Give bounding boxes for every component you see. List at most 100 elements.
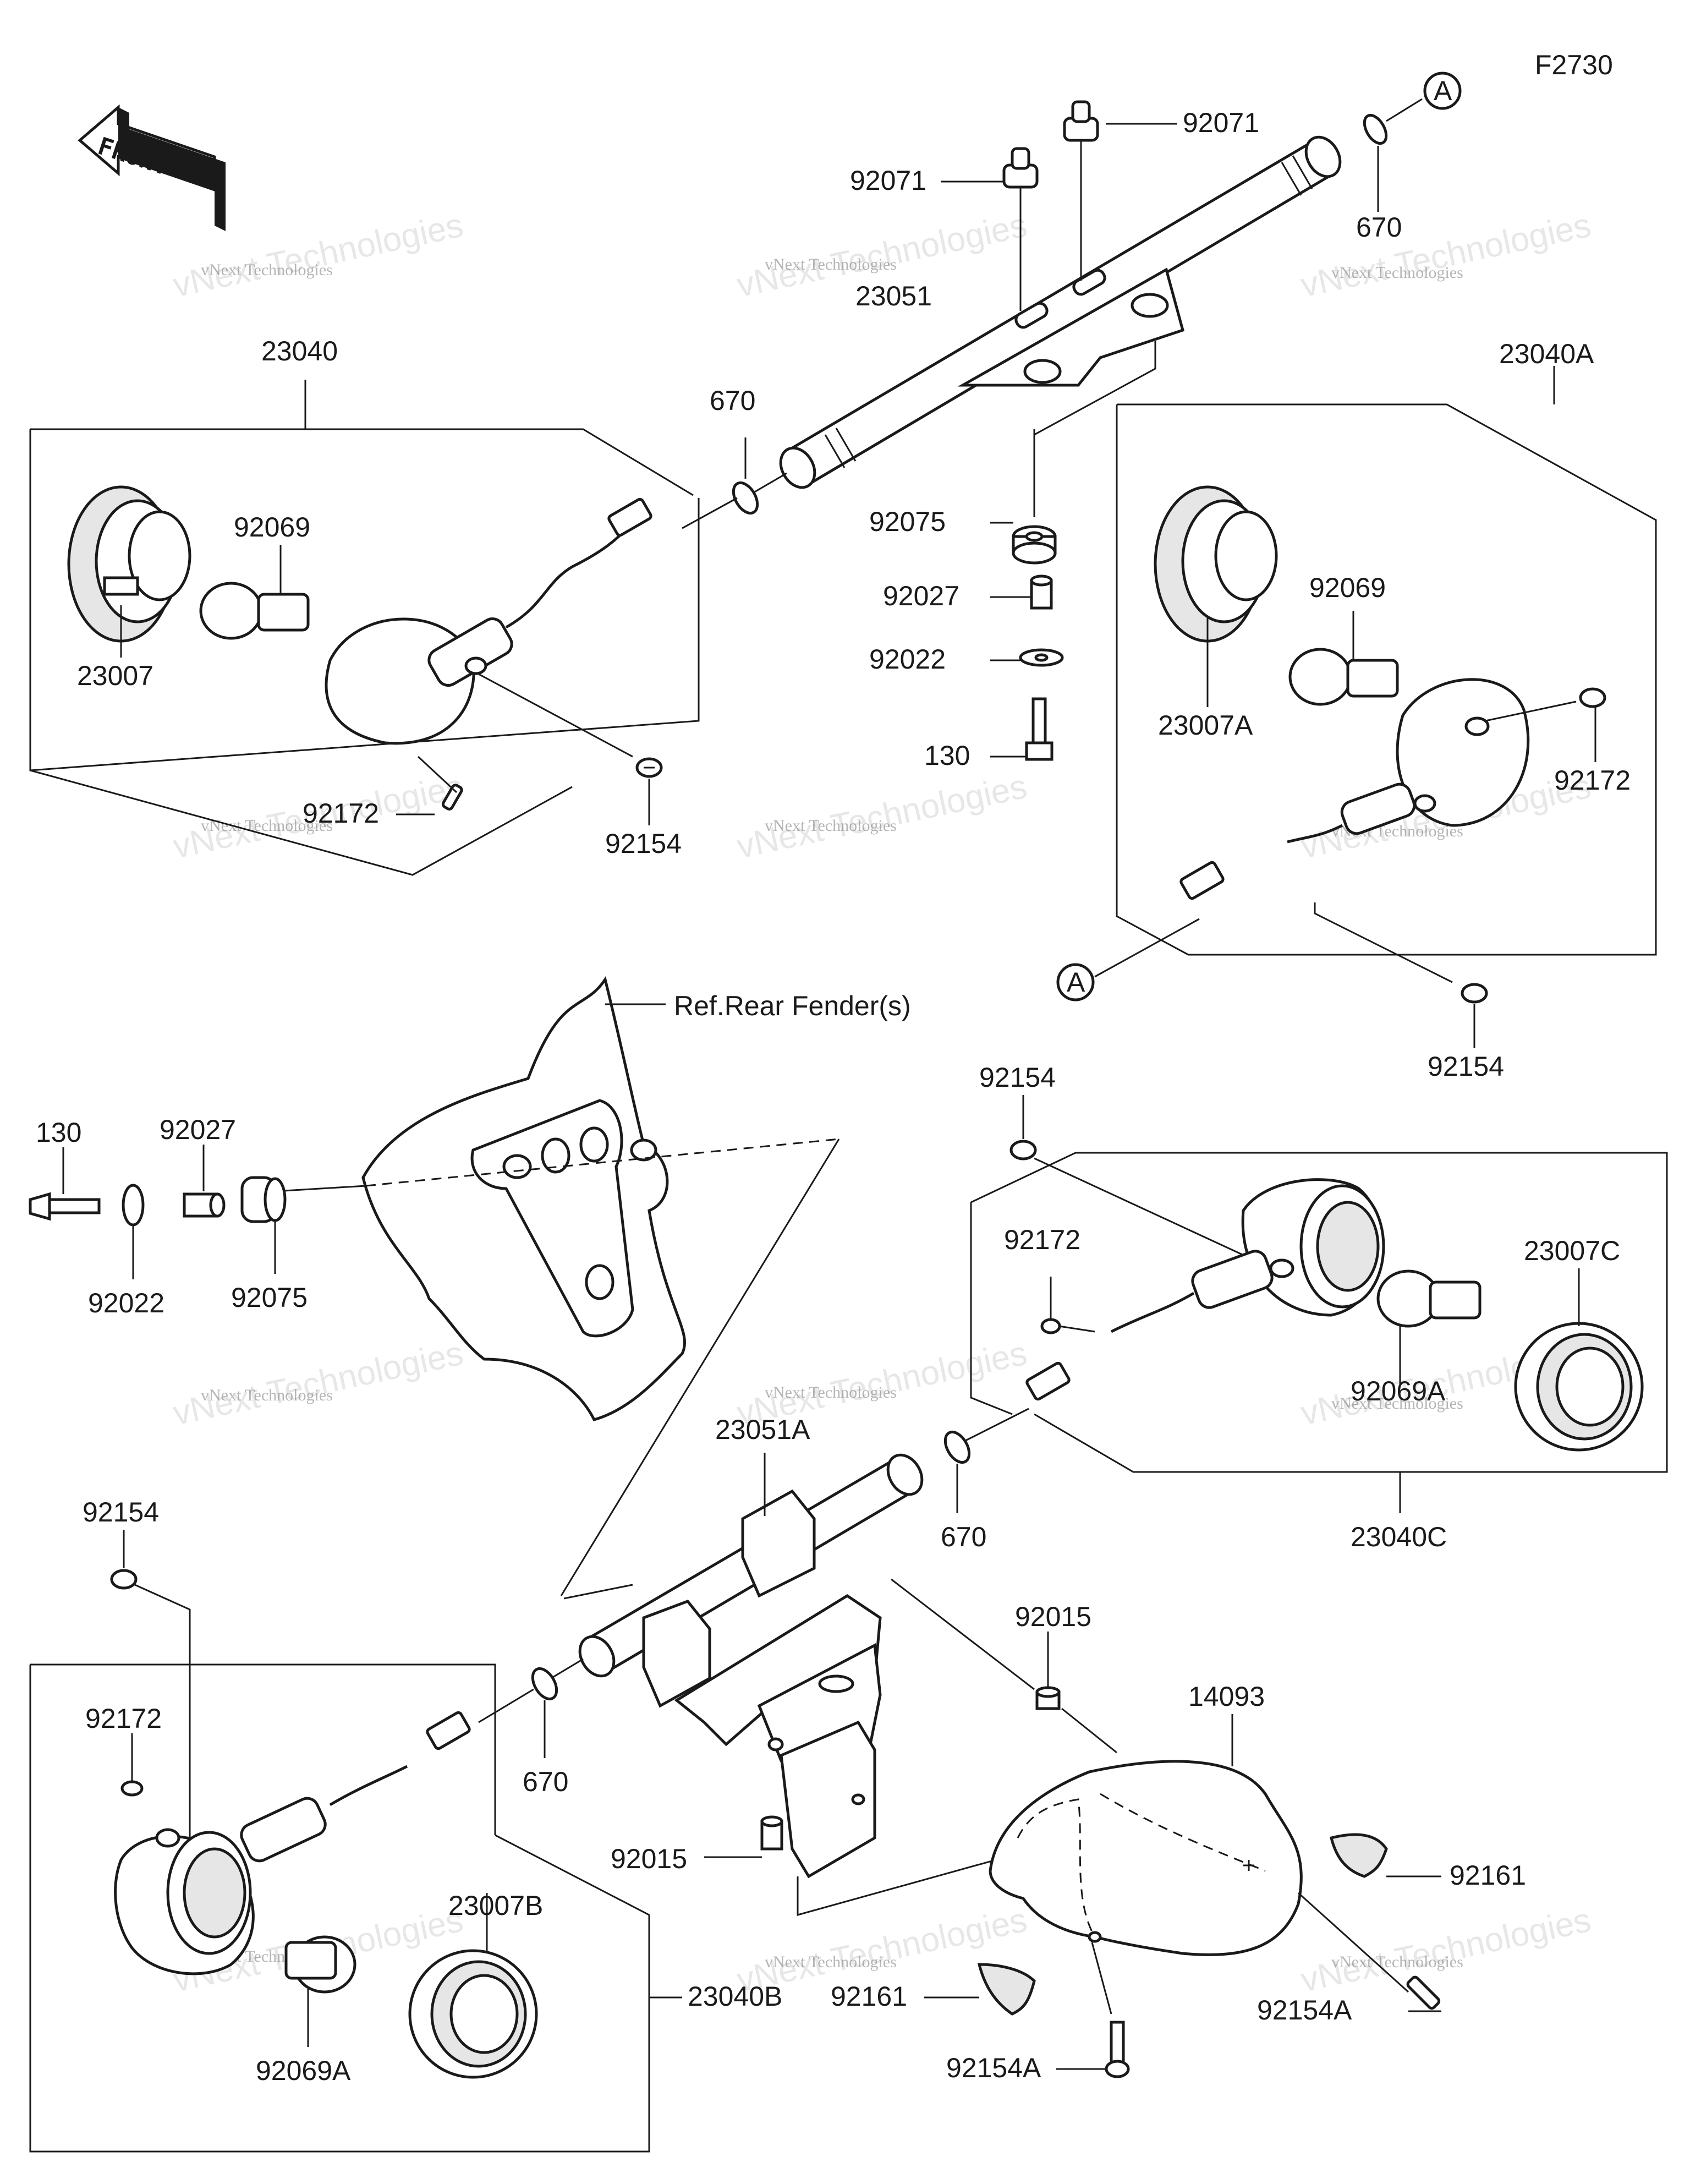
lens-23007B xyxy=(408,1949,538,2079)
o-ring-670-low xyxy=(531,1667,558,1700)
bulb-92069-right xyxy=(1288,648,1399,706)
group-box-23040 xyxy=(30,428,694,496)
pad-92161-right xyxy=(1329,1833,1388,1878)
bulb-92069A-c xyxy=(1376,1269,1482,1328)
diagram-code: F2730 xyxy=(1535,50,1613,80)
watermark: vNext Technologies xyxy=(765,1953,897,1971)
callout-670: 670 xyxy=(710,385,755,416)
callout-92069A: 92069A xyxy=(256,2055,351,2086)
watermark: vNext Technologies xyxy=(1298,1901,1594,2000)
callout-92069A: 92069A xyxy=(1351,1376,1446,1406)
callout-670: 670 xyxy=(1356,212,1402,243)
callout-92154: 92154 xyxy=(1428,1051,1504,1082)
bulb-92069-left xyxy=(199,582,310,640)
callout-labels: 92071 92071 670 23051 23040 670 92069 23… xyxy=(36,107,1631,2086)
grommet-92075-top xyxy=(1012,525,1057,565)
callout-92161: 92161 xyxy=(831,1981,907,2012)
callout-92172: 92172 xyxy=(303,798,379,829)
watermark-group: vNext Technologies vNext Technologies vN… xyxy=(170,206,1594,2000)
screw-92172-b xyxy=(120,1780,144,1797)
lens-23007A xyxy=(1154,485,1278,643)
callout-23007: 23007 xyxy=(77,660,153,691)
collar-92015-right xyxy=(1035,1686,1061,1710)
callout-92154: 92154 xyxy=(605,828,682,859)
callout-92069: 92069 xyxy=(1309,572,1386,603)
washer-92022-left xyxy=(122,1184,145,1227)
watermark: vNext Technologies xyxy=(1331,1953,1463,1971)
mount-bracket-23051A xyxy=(578,1453,924,1879)
screw-92154A-bottom xyxy=(1105,2021,1130,2078)
callout-92027: 92027 xyxy=(160,1114,236,1145)
collar-92027-top xyxy=(1030,574,1053,610)
watermark: vNext Technologies xyxy=(765,1383,897,1402)
callout-92154: 92154 xyxy=(979,1062,1056,1093)
callout-23007B: 23007B xyxy=(448,1890,543,1921)
screw-92154-left xyxy=(635,757,663,778)
lens-23007 xyxy=(67,485,191,643)
callout-92015: 92015 xyxy=(1015,1601,1091,1632)
turn-signal-housing-b xyxy=(114,1711,471,1975)
callout-23040C: 23040C xyxy=(1351,1521,1447,1552)
callout-92075: 92075 xyxy=(231,1282,308,1313)
watermark: vNext Technologies xyxy=(201,1386,333,1404)
callout-92075: 92075 xyxy=(869,506,946,537)
turn-signal-housing-right xyxy=(1179,678,1530,900)
watermark: vNext Technologies xyxy=(1331,264,1463,282)
o-ring-670-left xyxy=(732,481,759,514)
callout-130: 130 xyxy=(36,1117,81,1148)
o-ring-670-top xyxy=(1363,113,1388,145)
watermark: vNext Technologies xyxy=(1298,206,1594,305)
callout-92172: 92172 xyxy=(1004,1224,1080,1255)
front-arrow-icon: FRONT xyxy=(78,104,226,231)
watermark: vNext Technologies xyxy=(765,255,897,273)
watermark: vNext Technologies xyxy=(201,261,333,279)
group-box-23040A xyxy=(1117,403,1657,956)
screw-92154-rt xyxy=(1461,983,1488,1004)
callout-92022: 92022 xyxy=(88,1288,164,1318)
screw-92154-lower xyxy=(110,1569,138,1590)
reference-note: Ref.Rear Fender(s) xyxy=(674,990,911,1021)
callout-23040B: 23040B xyxy=(688,1981,782,2012)
o-ring-670-mid xyxy=(943,1431,971,1464)
callout-92172: 92172 xyxy=(1554,765,1631,796)
watermark: vNext Technologies xyxy=(170,206,467,305)
group-box-23040B xyxy=(30,1663,496,1835)
turn-signal-bar-top xyxy=(779,135,1342,489)
callout-92161: 92161 xyxy=(1450,1860,1526,1891)
callout-23051: 23051 xyxy=(855,281,932,311)
connector-mark-a: A xyxy=(1067,967,1085,998)
turn-signal-housing-c xyxy=(1025,1178,1385,1401)
callout-23007C: 23007C xyxy=(1524,1235,1620,1266)
rear-fender-ref xyxy=(361,976,687,1421)
bulb-92069A-b xyxy=(284,1935,356,1994)
callout-23040: 23040 xyxy=(261,336,338,366)
callout-92154A: 92154A xyxy=(1257,1995,1352,2026)
callout-92069: 92069 xyxy=(234,512,310,543)
callout-92071: 92071 xyxy=(850,165,926,196)
callout-23007A: 23007A xyxy=(1158,710,1253,741)
screw-92172-left xyxy=(441,784,463,811)
watermark: vNext Technologies xyxy=(1331,1394,1463,1413)
collar-92015-left xyxy=(760,1815,783,1851)
connector-mark-a: A xyxy=(1434,75,1452,106)
screw-92172-right xyxy=(1579,687,1606,708)
callout-92015: 92015 xyxy=(611,1843,687,1874)
clip-92071-a xyxy=(1002,147,1039,311)
callout-130: 130 xyxy=(924,740,970,771)
callout-670: 670 xyxy=(941,1521,986,1552)
watermark: vNext Technologies xyxy=(201,817,333,835)
callout-92027: 92027 xyxy=(883,581,959,611)
cover-14093 xyxy=(989,1760,1303,1956)
watermark: vNext Technologies xyxy=(170,1334,467,1433)
callout-92071: 92071 xyxy=(1183,107,1259,138)
turn-signal-housing-left xyxy=(325,497,652,745)
callout-23051A: 23051A xyxy=(715,1414,810,1445)
connector-mark-a-top xyxy=(1423,72,1462,110)
clip-92071-b xyxy=(1063,100,1099,281)
connector-mark-a-bottom xyxy=(1056,963,1095,1001)
callout-23040A: 23040A xyxy=(1499,338,1594,369)
callout-92154: 92154 xyxy=(83,1497,159,1528)
screw-92154-mid xyxy=(1009,1140,1037,1161)
collar-92027-left xyxy=(183,1192,226,1218)
